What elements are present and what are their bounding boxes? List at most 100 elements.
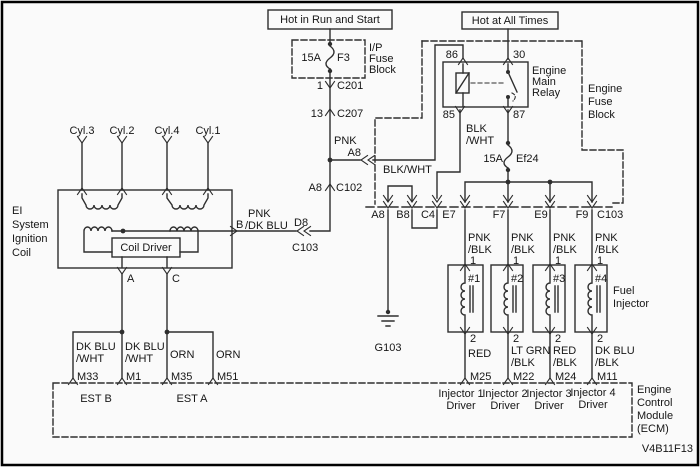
- est1-color-2: /WHT: [76, 353, 104, 365]
- ecm-name-2: Control: [637, 397, 672, 409]
- label-hot-all-times: Hot at All Times: [472, 15, 549, 27]
- inj2-pin2: 2: [513, 333, 519, 345]
- relay-switch-symbol: [507, 63, 518, 107]
- inj3-color-1: RED: [553, 345, 576, 357]
- ecm-driver-4a: Injector 4: [570, 387, 615, 399]
- row-pin-b8: B8: [396, 209, 409, 221]
- coil-terminal-c: C: [172, 273, 180, 285]
- inj1-unit: #1: [468, 273, 480, 285]
- ecm-driver-3b: Driver: [534, 400, 564, 412]
- est1-color-1: DK BLU: [76, 341, 116, 353]
- inj4-unit: #4: [595, 273, 607, 285]
- inj3-pin1: 1: [555, 255, 561, 267]
- fuse-ef24-symbol: [503, 144, 513, 169]
- figure-id: V4B11F13: [642, 443, 693, 455]
- cyl-4-label: Cyl.4: [154, 125, 179, 137]
- wire-pnkblk-2b: /BLK: [511, 244, 536, 256]
- ecm-box: [52, 382, 633, 438]
- row-pin-e7: E7: [442, 209, 455, 221]
- ignition-coil-box: [57, 189, 233, 269]
- inj3-pin2: 2: [555, 333, 561, 345]
- c207-pin: 13: [311, 108, 323, 120]
- ecm-name-1: Engine: [637, 384, 671, 396]
- row-pin-f7: F7: [493, 209, 506, 221]
- hot-run-start-box: [267, 9, 393, 30]
- ef24-id: Ef24: [516, 153, 539, 165]
- row-conn-name: C103: [597, 209, 623, 221]
- ecm-est-a: EST A: [177, 393, 209, 405]
- inj4-term: M11: [597, 371, 618, 383]
- engine-fuse-block-boundary: [374, 40, 624, 205]
- inj2-pin1: 1: [513, 255, 519, 267]
- ip-block-name-3: Block: [369, 64, 396, 76]
- relay-pin-30: 30: [513, 49, 525, 61]
- ground-id: G103: [375, 342, 402, 354]
- inj2-unit: #2: [511, 273, 523, 285]
- inj4-color-2: /BLK: [595, 357, 620, 369]
- coil-secondary-1: [81, 193, 123, 210]
- row-pin-c4: C4: [421, 209, 435, 221]
- inline-a8-pin: A8: [348, 147, 361, 159]
- relay-name-2: Main: [532, 76, 556, 88]
- ip-block-name-1: I/P: [369, 42, 382, 54]
- ecm-name-4: (ECM): [637, 423, 669, 435]
- junction-dots: [119, 41, 553, 335]
- ecm-driver-3a: Injector 3: [526, 388, 571, 400]
- wires-solid: [72, 28, 601, 379]
- engine-main-relay-box: [442, 61, 529, 108]
- inj3-unit: #3: [553, 273, 565, 285]
- d8-pin: D8: [294, 217, 308, 229]
- relay-name-3: Relay: [532, 87, 561, 99]
- cyl-3-label: Cyl.3: [69, 125, 94, 137]
- efb-name-2: Fuse: [588, 96, 612, 108]
- c201-name: C201: [337, 80, 363, 92]
- jumper-b8-c4: [411, 209, 438, 229]
- ecm-driver-2a: Injector 2: [482, 388, 527, 400]
- coil-primary-1: [83, 226, 113, 253]
- wire-blk-85-label-1: BLK: [466, 123, 487, 135]
- coil-secondary-2: [166, 193, 209, 210]
- est4-color: ORN: [216, 349, 241, 361]
- wire-pnkblk-3b: /BLK: [553, 244, 578, 256]
- efb-name-3: Block: [588, 109, 615, 121]
- c102-name: C102: [336, 182, 362, 194]
- c102-pin: A8: [309, 182, 322, 194]
- row-pin-e9: E9: [534, 209, 547, 221]
- relay-pin-86: 86: [446, 49, 458, 61]
- c201-pin: 1: [317, 80, 323, 92]
- row-pin-a8: A8: [371, 209, 384, 221]
- efb-name-1: Engine: [588, 83, 622, 95]
- est2-color-2: /WHT: [125, 353, 153, 365]
- inj3-term: M24: [555, 371, 576, 383]
- injector-feed-bus: [464, 181, 593, 203]
- inj2-color-2: /BLK: [511, 357, 536, 369]
- inj1-pin2: 2: [470, 333, 476, 345]
- cyl-2-label: Cyl.2: [109, 125, 134, 137]
- inj1-pin1: 1: [470, 255, 476, 267]
- wire-pnkblk-1a: PNK: [468, 232, 491, 244]
- jumper-a8-b8: [387, 185, 413, 202]
- est2-color-1: DK BLU: [125, 341, 165, 353]
- est3-term: M35: [171, 371, 192, 383]
- ecm-est-b: EST B: [80, 393, 112, 405]
- inj4-color-1: DK BLU: [595, 345, 635, 357]
- coil-name-4: Coil: [12, 247, 31, 259]
- coil-name-3: Ignition: [12, 233, 47, 245]
- ecm-driver-1a: Injector 1: [438, 388, 483, 400]
- fuel-injector-label-2: Injector: [613, 298, 649, 310]
- wire-pnkdkblu-label-2: /DK BLU: [245, 220, 288, 232]
- relay-name-1: Engine: [532, 65, 566, 77]
- ecm-driver-4b: Driver: [578, 399, 608, 411]
- wire-pnkblk-4b: /BLK: [595, 244, 620, 256]
- wire-pnkdkblu-label-1: PNK: [248, 208, 271, 220]
- wire-pnk-label: PNK: [334, 135, 357, 147]
- wire-pnkblk-4a: PNK: [595, 232, 618, 244]
- wire-blkwht-86-label: BLK/WHT: [383, 164, 432, 176]
- ground-symbol: [377, 315, 399, 327]
- inj4-pin2: 2: [597, 333, 603, 345]
- inj3-color-2: /BLK: [553, 357, 578, 369]
- ip-fuse-id: F3: [337, 52, 350, 64]
